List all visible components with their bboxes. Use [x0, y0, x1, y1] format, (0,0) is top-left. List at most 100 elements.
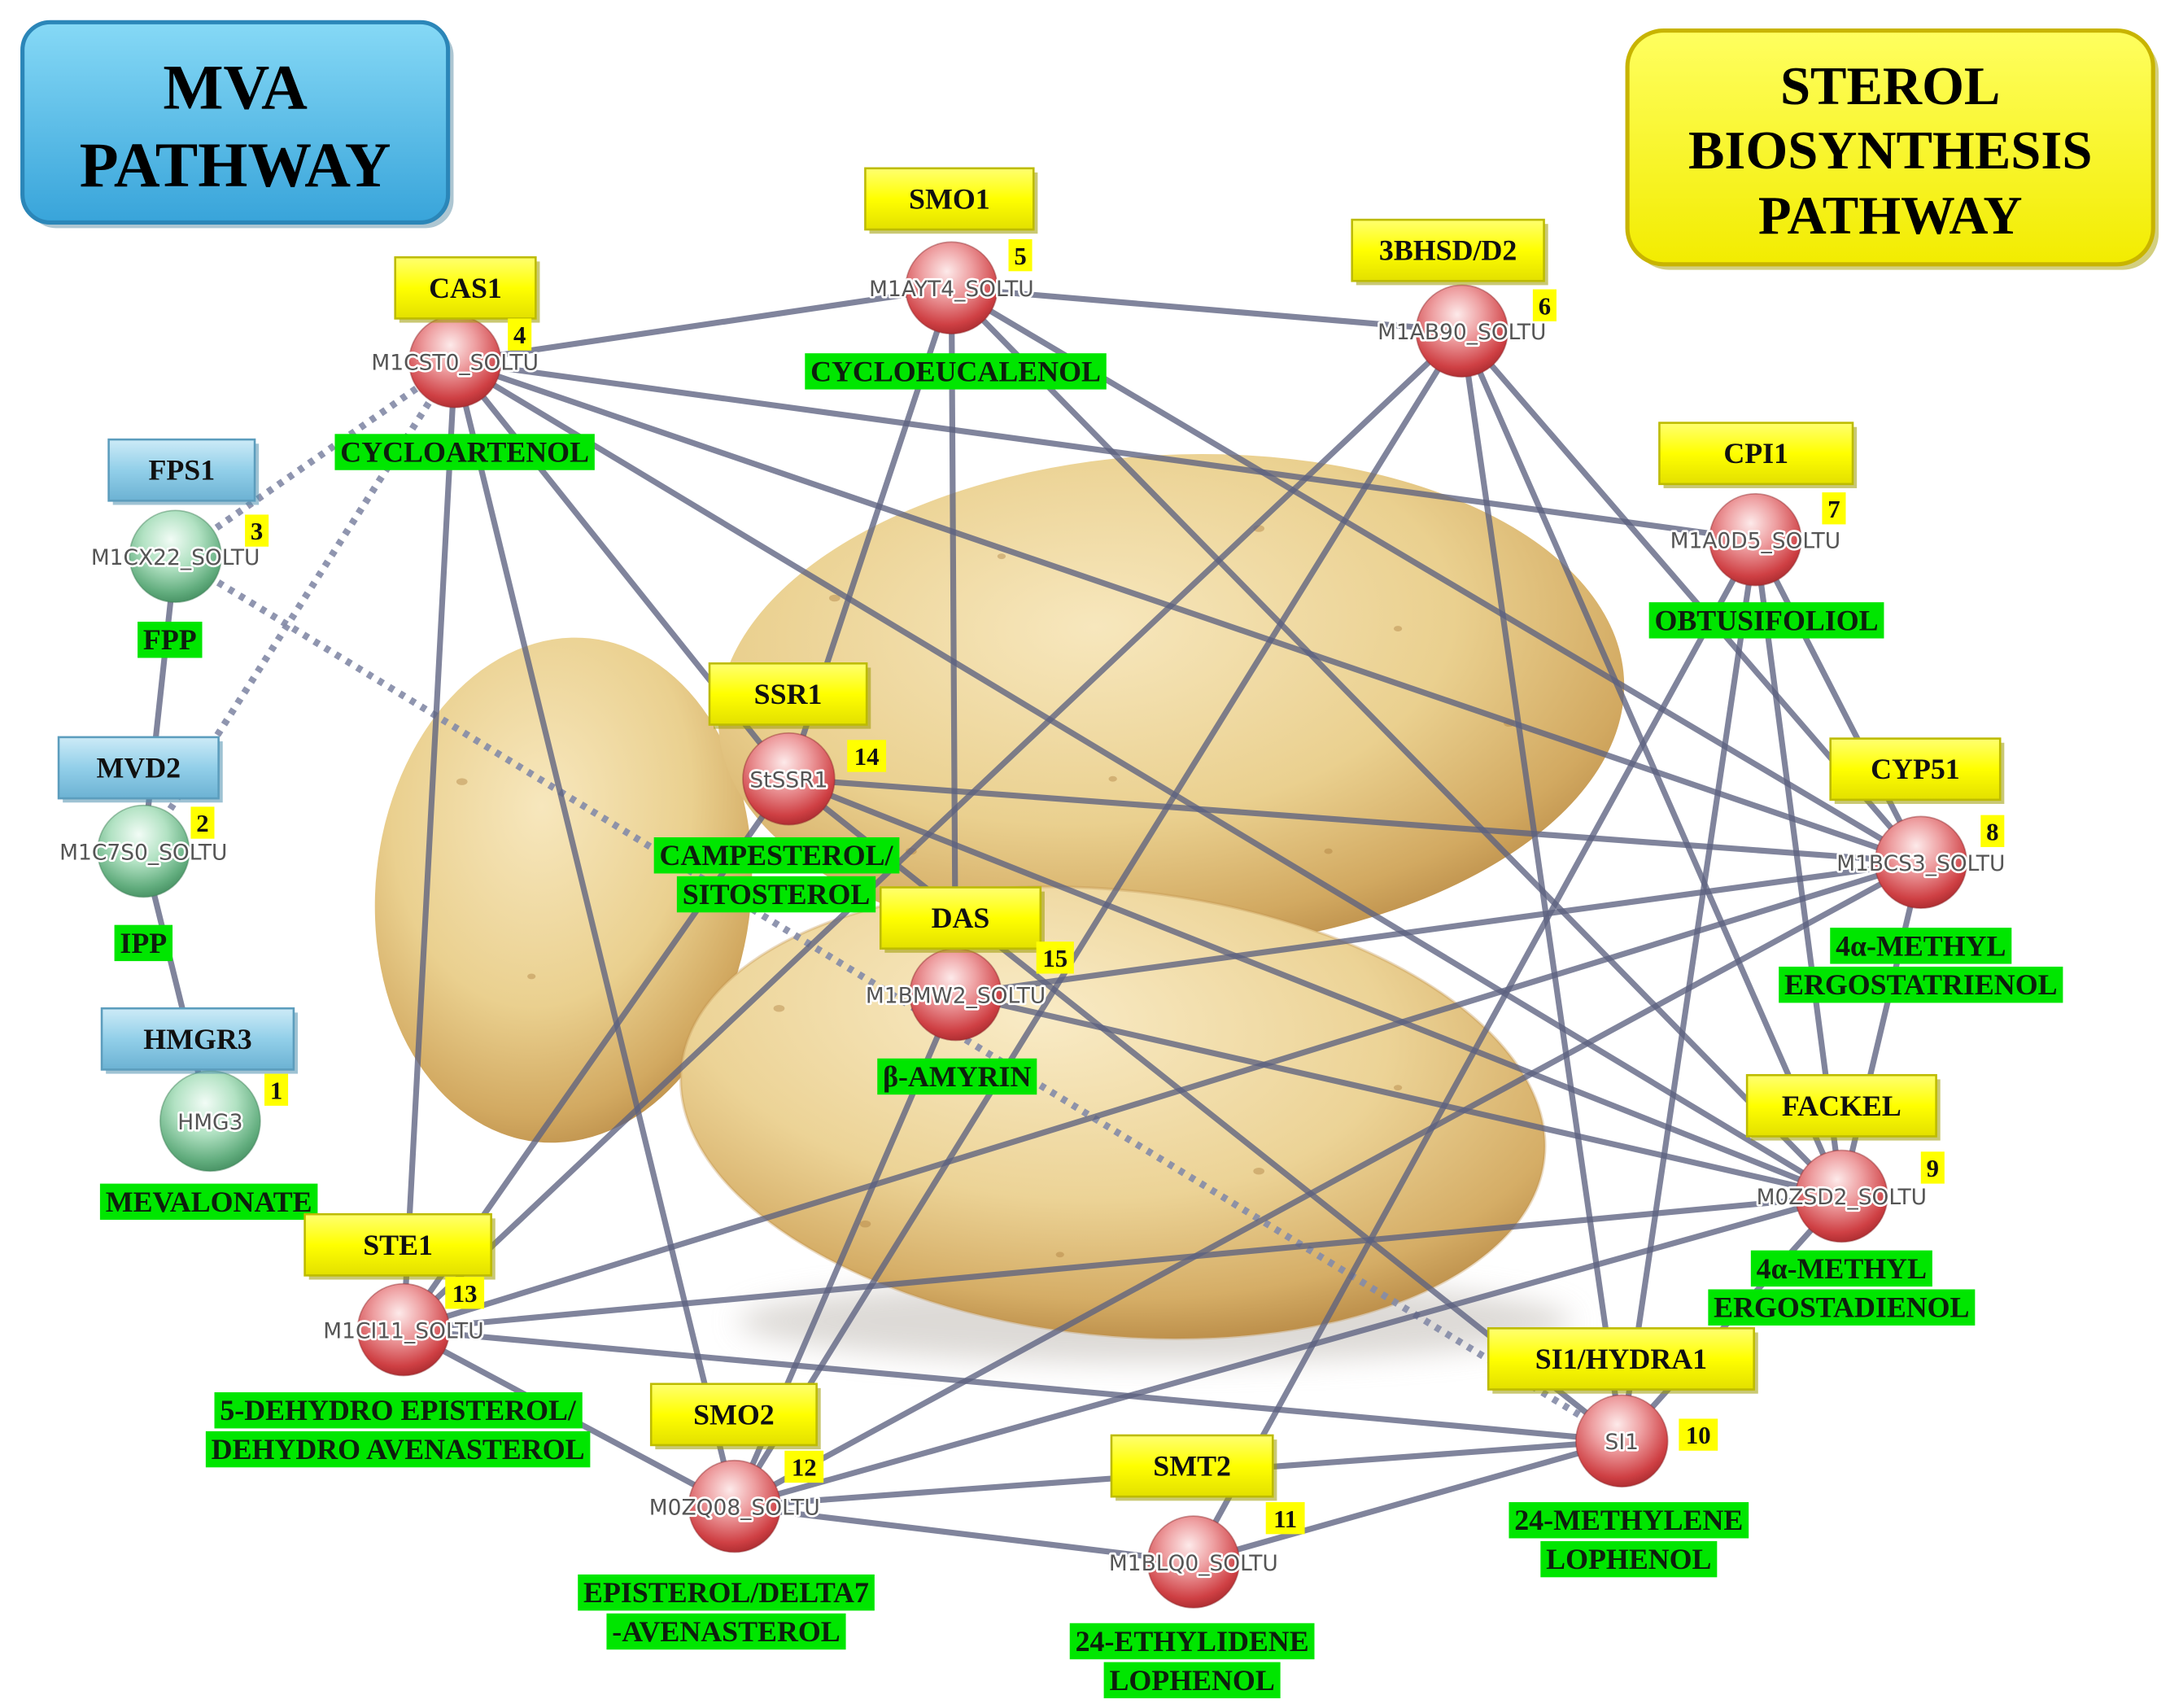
edge-6-13	[400, 328, 1465, 1333]
protein-id: M1A0D5_SOLTU	[1670, 528, 1840, 553]
gene-label: HMGR3	[143, 1023, 252, 1055]
edge-4-9	[452, 358, 1845, 1199]
gene-box	[303, 1212, 492, 1277]
protein-id: M1C7S0_SOLTU	[59, 840, 227, 865]
metabolite-label-bg	[1509, 1502, 1749, 1539]
metabolite-label-bg	[334, 434, 595, 470]
potato-spot	[456, 778, 468, 785]
number-badge	[1532, 289, 1557, 321]
protein-id: HMG3	[177, 1110, 242, 1135]
number-badge	[245, 514, 269, 547]
metabolite-label: 24-ETHYLIDENE	[1076, 1625, 1309, 1658]
metabolite-label-bg	[676, 876, 876, 913]
protein-id: SI1	[1605, 1430, 1639, 1455]
sterol-title-line-3: PATHWAY	[1758, 186, 2023, 246]
metabolite-label-bg	[653, 837, 900, 874]
gene-box	[1829, 737, 2002, 802]
mva-title-line-2: PATHWAY	[80, 130, 391, 201]
edge-4-8	[452, 358, 1924, 866]
protein-sphere	[1146, 1515, 1241, 1609]
gene-box	[864, 167, 1035, 231]
metabolite-label: FPP	[143, 623, 197, 656]
gene-label: FPS1	[148, 454, 215, 487]
metabolite-label: 4α-METHYL	[1757, 1252, 1927, 1285]
protein-sphere	[742, 732, 836, 826]
number-label: 13	[452, 1280, 478, 1308]
metabolite-label-bg	[805, 353, 1107, 390]
gene-box	[1110, 1434, 1274, 1498]
edge-8-12	[731, 859, 1924, 1509]
metabolite-label-bg	[205, 1431, 591, 1468]
edge-5-9	[948, 285, 1845, 1199]
node-9: M0ZSD2_SOLTUFACKEL94α-METHYLERGOSTADIENO…	[1708, 1073, 1976, 1326]
protein-id: M0ZQ08_SOLTU	[649, 1495, 820, 1520]
protein-sphere	[1795, 1149, 1888, 1243]
number-badge	[190, 806, 215, 839]
protein-id: M1BMW2_SOLTU	[866, 983, 1046, 1008]
number-badge	[784, 1450, 824, 1483]
potato-spot	[527, 973, 536, 980]
number-label: 12	[792, 1454, 817, 1482]
gene-label: FACKEL	[1782, 1090, 1901, 1122]
metabolite-label: SITOSTEROL	[683, 878, 871, 911]
metabolite-label: CYCLOEUCALENOL	[810, 355, 1101, 387]
metabolite-label: ERGOSTADIENOL	[1714, 1291, 1969, 1324]
edge-11-12	[731, 1503, 1197, 1566]
metabolite-label: MEVALONATE	[106, 1186, 312, 1218]
edge-7-8	[1752, 536, 1924, 866]
metabolite-label: β-AMYRIN	[883, 1060, 1031, 1093]
gene-box	[394, 256, 537, 320]
metabolite-label: LOPHENOL	[1546, 1543, 1711, 1575]
potato-spot	[773, 1004, 785, 1012]
protein-id: M1CST0_SOLTU	[371, 351, 539, 376]
protein-nodes: HMG3HMGR31MEVALONATEM1C7S0_SOLTUMVD22IPP…	[58, 167, 2063, 1699]
number-badge	[847, 740, 887, 772]
edge-4-5	[452, 285, 954, 365]
gene-label: CYP51	[1871, 753, 1960, 785]
edge-10-11	[1190, 1438, 1625, 1566]
potato-left	[374, 637, 753, 1143]
metabolite-label: CAMPESTEROL/	[660, 839, 894, 871]
metabolite-label: DEHYDRO AVENASTEROL	[212, 1433, 585, 1466]
metabolite-label-bg	[1540, 1540, 1718, 1578]
number-badge	[1980, 815, 2005, 847]
number-badge	[508, 318, 532, 351]
number-badge	[1265, 1502, 1305, 1535]
metabolite-label: 4α-METHYL	[1836, 929, 2006, 962]
gene-box	[1658, 422, 1854, 486]
metabolite-label: 5-DEHYDRO EPISTEROL/	[220, 1394, 577, 1426]
interaction-edges	[140, 285, 1924, 1566]
gene-label: CAS1	[429, 272, 502, 304]
number-badge	[1822, 492, 1846, 525]
metabolite-label-bg	[1648, 602, 1884, 639]
mva-pathway-title: MVA PATHWAY	[20, 20, 454, 229]
number-label: 14	[854, 743, 880, 771]
mva-title-line-1: MVA	[163, 52, 308, 123]
potato-spot	[828, 594, 840, 602]
potato-spot	[1393, 1085, 1403, 1091]
edge-5-15	[948, 285, 959, 998]
protein-id: StSSR1	[749, 767, 827, 793]
protein-id: M1CI11_SOLTU	[323, 1318, 483, 1343]
edge-6-12	[731, 328, 1465, 1509]
metabolite-label-bg	[1103, 1662, 1281, 1699]
node-12: M0ZQ08_SOLTUSMO212EPISTEROL/DELTA7-AVENA…	[578, 1383, 875, 1650]
gene-label: SMO2	[693, 1398, 775, 1431]
gene-label: CPI1	[1723, 437, 1788, 470]
gene-label: MVD2	[97, 751, 181, 784]
number-badge	[264, 1073, 289, 1106]
edge-10-13	[400, 1326, 1625, 1444]
mva-title-box	[20, 20, 451, 225]
potato-spot	[997, 553, 1006, 560]
protein-id: M1BCS3_SOLTU	[1836, 851, 2005, 876]
node-8: M1BCS3_SOLTUCYP5184α-METHYLERGOSTATRIENO…	[1779, 737, 2063, 1003]
edge-8-9	[1838, 859, 1924, 1199]
potato-spot	[1055, 1252, 1064, 1258]
potato-spot	[1253, 1167, 1264, 1175]
number-badge	[1679, 1418, 1718, 1451]
